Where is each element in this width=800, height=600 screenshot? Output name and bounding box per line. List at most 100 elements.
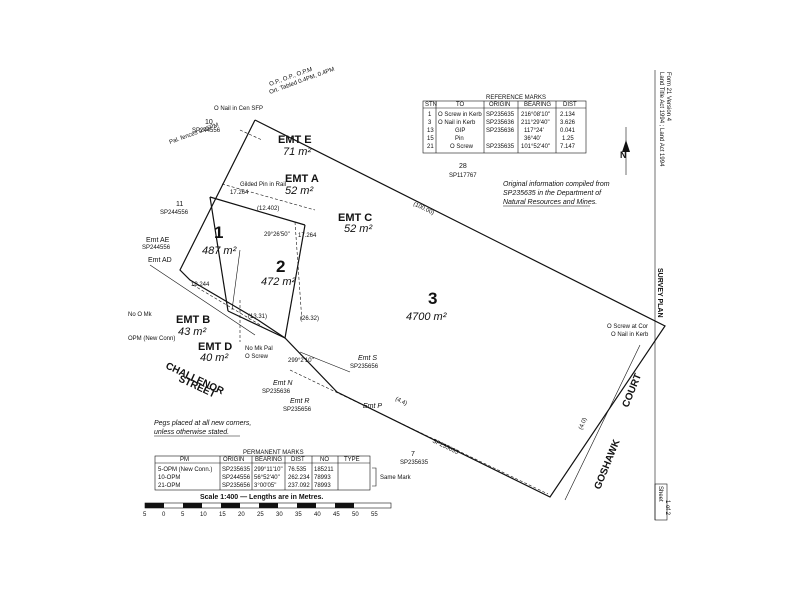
- lot-1-area: 487 m²: [202, 245, 237, 257]
- pm-cell: 78993: [314, 475, 331, 481]
- adjoining-lot-28: 28: [459, 163, 467, 170]
- adjoining-lot-7: 7: [411, 451, 415, 458]
- lot-3-number: 3: [428, 289, 437, 308]
- lot-2-area: 472 m²: [261, 276, 296, 288]
- scale-tick-label: 5: [181, 512, 185, 518]
- pm-cell: 21-OPM: [158, 483, 180, 489]
- emt-c-label: EMT C: [338, 212, 372, 224]
- lot-boundaries: [149, 119, 666, 501]
- reference-marks-title: REFERENCE MARKS: [486, 95, 546, 101]
- ref-cell: 3: [428, 120, 432, 126]
- pegs-note: Pegs placed at all new corners,: [154, 420, 251, 427]
- permanent-marks-table: PERMANENT MARKS PM ORIGIN BEARING DIST N…: [154, 450, 412, 491]
- ref-header: STN: [425, 102, 437, 108]
- emt-p-line: [289, 369, 549, 495]
- emt-d-label: EMT D: [198, 341, 232, 353]
- emt-n-plan: SP235636: [262, 389, 291, 395]
- original-info-note: SP235635 in the Department of: [503, 190, 602, 197]
- emt-c-line: [294, 221, 303, 323]
- pm-cell: 299°11'10": [254, 467, 283, 473]
- dimension-label: (26.32): [300, 316, 319, 322]
- scale-tick-label: 15: [219, 512, 226, 518]
- emt-b-area: 43 m²: [178, 326, 206, 338]
- ref-cell: O Nail in Kerb: [438, 120, 476, 126]
- sheet-number: 1 of 2: [664, 500, 670, 516]
- pm-cell: 237.092: [288, 483, 310, 489]
- ref-header: TO: [456, 102, 465, 108]
- ref-cell: SP235636: [486, 128, 515, 134]
- lot2-inner-west: [231, 249, 241, 311]
- pm-cell: 5-OPM (New Conn.): [158, 467, 212, 473]
- ref-cell: 216°08'10": [521, 112, 550, 118]
- adjoining-lot-11-plan: SP244556: [160, 210, 189, 216]
- dimension-label: 17.264: [230, 190, 249, 196]
- dimension-label: 299°2'10": [288, 358, 314, 364]
- pm-header: PM: [180, 457, 189, 463]
- sheet-box: [654, 483, 668, 521]
- scale-tick-label: 55: [371, 512, 378, 518]
- mark-note: O Nail in Kerb: [611, 332, 649, 338]
- scale-tick-label: 35: [295, 512, 302, 518]
- lot-3-boundary: [254, 119, 666, 498]
- emt-a-label: EMT A: [285, 173, 319, 185]
- ref-cell: 101°52'40": [521, 144, 550, 150]
- pm-cell: 185211: [314, 467, 334, 473]
- lot-2-north-line: [209, 196, 306, 226]
- dimension-label: 18.244: [191, 282, 210, 288]
- emt-a-area: 52 m²: [285, 185, 313, 197]
- ref-cell: 2.134: [560, 112, 576, 118]
- scale-tick-label: 10: [200, 512, 207, 518]
- ref-cell: 13: [427, 128, 434, 134]
- dimension-label: 29°26'50": [264, 232, 290, 238]
- emt-p-label: Emt P: [363, 403, 382, 410]
- pm-cell: 78993: [314, 483, 331, 489]
- mark-note: O Screw at Cor: [607, 324, 648, 330]
- dimension-label: (4.0): [578, 417, 588, 431]
- adjoining-lot-28-plan: SP117767: [449, 173, 477, 179]
- mark-note: Pal. fences 0.05PM: [169, 122, 220, 145]
- ref-cell: 117°24': [524, 128, 544, 134]
- pm-cell: SP244556: [222, 475, 251, 481]
- lot-2-east-line: [284, 224, 306, 339]
- pm-header: NO: [320, 457, 329, 463]
- scale-text: Scale 1:400 — Lengths are in Metres.: [200, 494, 323, 501]
- ref-cell: 1.25: [562, 136, 574, 142]
- scale-tick-label: 25: [257, 512, 264, 518]
- dimension-label: 17.264: [298, 233, 317, 239]
- permanent-marks-title: PERMANENT MARKS: [243, 450, 304, 456]
- pm-cell: 56°52'40": [254, 475, 280, 481]
- ref-cell: 21: [427, 144, 434, 150]
- emt-e-label: EMT E: [278, 134, 312, 146]
- pm-cell: SP235656: [222, 483, 251, 489]
- adjoining-lot-7-plan: SP235635: [400, 460, 429, 466]
- pm-header: TYPE: [344, 457, 360, 463]
- dimension-label: (13.31): [248, 314, 267, 320]
- mark-note: No O Mk: [128, 312, 153, 318]
- emt-ad-label: Emt AD: [148, 257, 172, 264]
- emt-e-area: 71 m²: [283, 146, 311, 158]
- challenor-frontage: [149, 264, 256, 336]
- goshawk-frontage: [564, 344, 641, 501]
- scale-tick-label: 45: [333, 512, 340, 518]
- dimension-label: (4.4): [394, 396, 408, 407]
- reference-marks-table: REFERENCE MARKS STN TO ORIGIN BEARING DI…: [422, 95, 587, 154]
- original-info-note: Natural Resources and Mines.: [503, 199, 597, 206]
- ref-cell: O Screw in Kerb: [438, 112, 482, 118]
- emt-r-label: Emt R: [290, 398, 309, 405]
- ref-cell: 36°40': [524, 136, 541, 142]
- pm-cell: 3°00'05": [254, 483, 276, 489]
- lot-3-area: 4700 m²: [406, 311, 447, 323]
- scale-tick-label: 50: [352, 512, 359, 518]
- emt-s-line: [299, 351, 351, 373]
- scale-tick-label: 30: [276, 512, 283, 518]
- emt-c-area: 52 m²: [344, 223, 372, 235]
- legislation-line-1: Land Title Act 1994 ; Land Act 1994: [658, 72, 664, 167]
- pm-same-mark-note: Same Mark: [380, 475, 412, 481]
- scale-tick-label: 40: [314, 512, 321, 518]
- ref-cell: O Screw: [450, 144, 474, 150]
- pm-cell: 262.234: [288, 475, 310, 481]
- ref-cell: 211°29'40": [521, 120, 550, 126]
- lot-1-number: 1: [214, 223, 223, 242]
